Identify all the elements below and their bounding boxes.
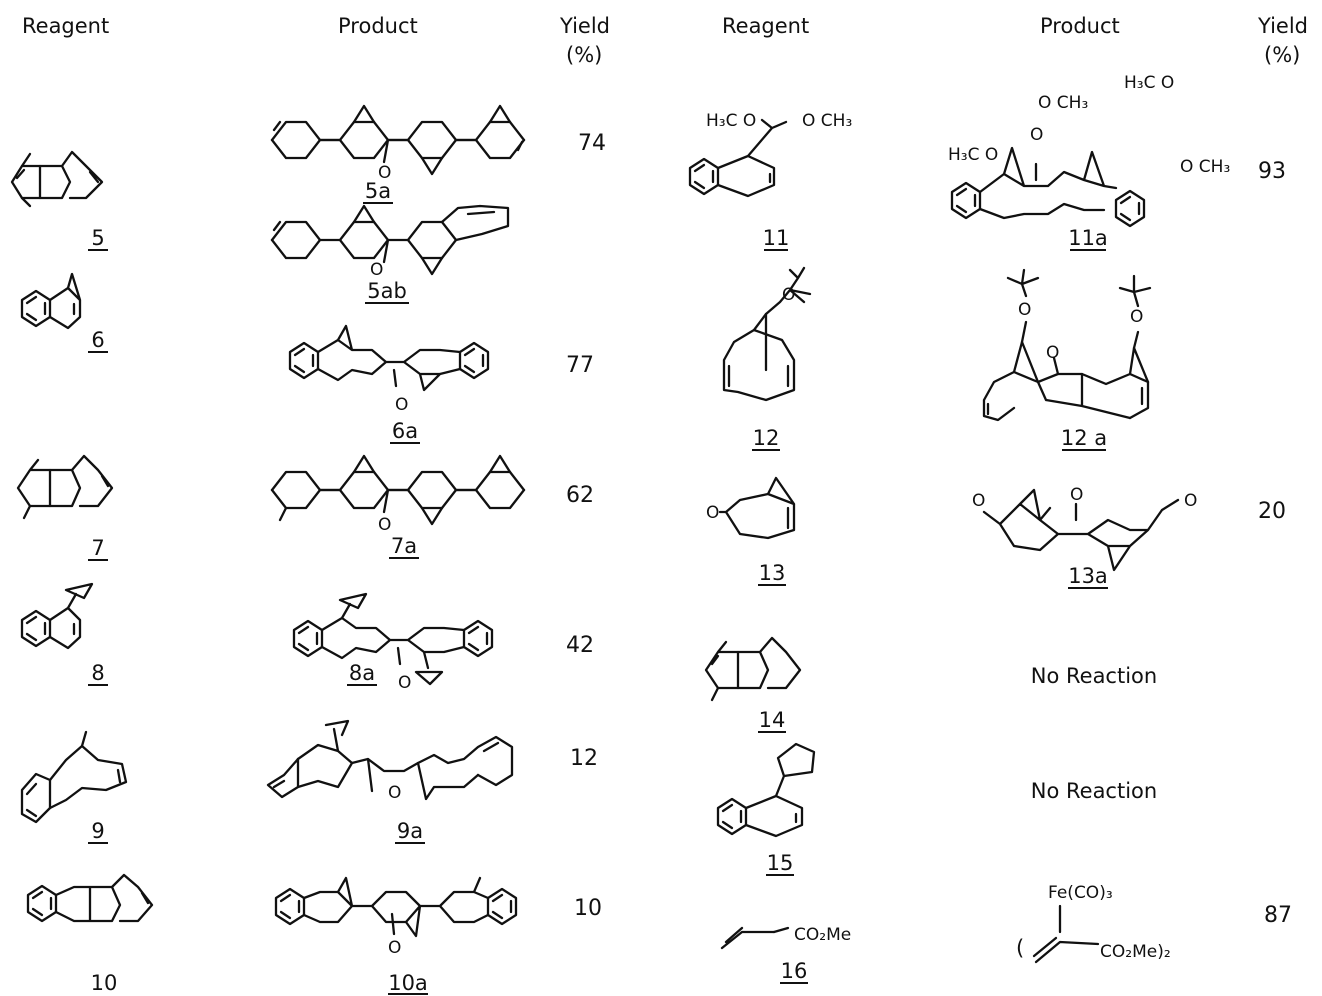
oxygen-12a-c: O (1130, 307, 1143, 327)
oxygen-13a-b: O (1070, 485, 1083, 505)
oxygen-7a: O (378, 515, 391, 535)
oxygen-12a-a: O (1018, 300, 1031, 320)
header-right-yield: Yield (1257, 14, 1308, 38)
oxygen-12: O (782, 285, 795, 305)
text-product-16-fe: Fe(CO)₃ (1048, 883, 1113, 903)
yield-16: 87 (1264, 903, 1292, 928)
oxygen-8a: O (398, 673, 411, 693)
yield-7a: 62 (566, 483, 594, 508)
label-reagent-7: 7 (91, 536, 104, 560)
oxygen-10a: O (388, 938, 401, 958)
structure-reagent-6 (20, 272, 82, 330)
structure-product-5a (270, 104, 526, 176)
label-reagent-11: 11 (763, 226, 790, 250)
structure-product-5ab (270, 204, 510, 276)
product-15-no-reaction: No Reaction (1031, 779, 1157, 803)
structure-reagent-12 (722, 266, 812, 402)
text-product-16-ester: CO₂Me)₂ (1100, 942, 1171, 962)
oxygen-13a-c: O (1184, 491, 1197, 511)
yield-6a: 77 (566, 353, 594, 378)
header-left-reagent: Reagent (22, 14, 109, 38)
label-reagent-15: 15 (767, 851, 794, 875)
product-14-no-reaction: No Reaction (1031, 664, 1157, 688)
text-product-11a-a: H₃C O (948, 145, 998, 165)
structure-product-9a (266, 719, 514, 801)
label-product-10a: 10a (388, 971, 428, 995)
label-product-6a: 6a (392, 419, 418, 443)
label-product-12a: 12 a (1061, 426, 1107, 450)
label-product-9a: 9a (397, 819, 423, 843)
header-right-yield-unit: (%) (1264, 43, 1300, 67)
text-reagent-16-ester: CO₂Me (794, 925, 851, 945)
yield-13a: 20 (1258, 499, 1286, 524)
structure-product-12a (982, 268, 1152, 422)
structure-reagent-14 (704, 636, 802, 702)
text-product-11a-c: H₃C O (1124, 73, 1174, 93)
header-right-product: Product (1040, 14, 1120, 38)
oxygen-13a-a: O (972, 491, 985, 511)
label-reagent-10: 10 (91, 971, 118, 995)
header-left-yield-unit: (%) (566, 43, 602, 67)
text-product-11a-b: O CH₃ (1038, 93, 1088, 113)
structure-reagent-5 (10, 150, 104, 208)
oxygen-9a: O (388, 783, 401, 803)
structure-product-10a (274, 876, 518, 938)
oxygen-5ab: O (370, 260, 383, 280)
label-reagent-6: 6 (91, 328, 104, 352)
text-product-11a-d: O CH₃ (1180, 157, 1230, 177)
header-left-yield: Yield (559, 14, 610, 38)
structure-reagent-7 (16, 454, 114, 520)
header-left-product: Product (338, 14, 418, 38)
header-right-reagent: Reagent (722, 14, 809, 38)
structure-reagent-11 (688, 118, 788, 198)
structure-reagent-10 (26, 873, 154, 923)
label-reagent-8: 8 (91, 661, 104, 685)
label-product-8a: 8a (349, 661, 375, 685)
text-reagent-11-left: H₃C O (706, 111, 756, 131)
structure-reagent-15 (716, 742, 816, 838)
yield-11a: 93 (1258, 159, 1286, 184)
oxygen-6a: O (395, 395, 408, 415)
structure-product-16 (1032, 904, 1100, 964)
yield-5a: 74 (578, 131, 606, 156)
label-reagent-14: 14 (759, 708, 786, 732)
structure-reagent-16 (720, 926, 790, 950)
text-reagent-11-right: O CH₃ (802, 111, 852, 131)
label-product-5a: 5a (365, 179, 391, 203)
label-reagent-5: 5 (91, 226, 104, 250)
oxygen-11a: O (1030, 125, 1043, 145)
structure-reagent-9 (20, 730, 128, 824)
oxygen-12a-b: O (1046, 343, 1059, 363)
label-product-11a: 11a (1068, 226, 1108, 250)
structure-reagent-8 (20, 582, 94, 650)
yield-10a: 10 (574, 896, 602, 921)
oxygen-5a: O (378, 163, 391, 183)
structure-product-11a (950, 146, 1146, 228)
text-product-16-paren: ( (1016, 936, 1024, 960)
label-reagent-9: 9 (91, 819, 104, 843)
structure-product-13a (982, 488, 1180, 572)
label-reagent-13: 13 (759, 561, 786, 585)
structure-product-7a (270, 454, 526, 526)
yield-8a: 42 (566, 633, 594, 658)
oxygen-13: O (706, 503, 719, 523)
label-reagent-16: 16 (781, 959, 808, 983)
yield-9a: 12 (570, 746, 598, 771)
structure-product-6a (288, 324, 490, 392)
label-product-7a: 7a (391, 534, 417, 558)
label-product-13a: 13a (1068, 564, 1108, 588)
label-reagent-12: 12 (753, 426, 780, 450)
label-product-5ab: 5ab (367, 279, 407, 303)
structure-reagent-13 (718, 476, 796, 540)
structure-product-8a (292, 592, 494, 686)
